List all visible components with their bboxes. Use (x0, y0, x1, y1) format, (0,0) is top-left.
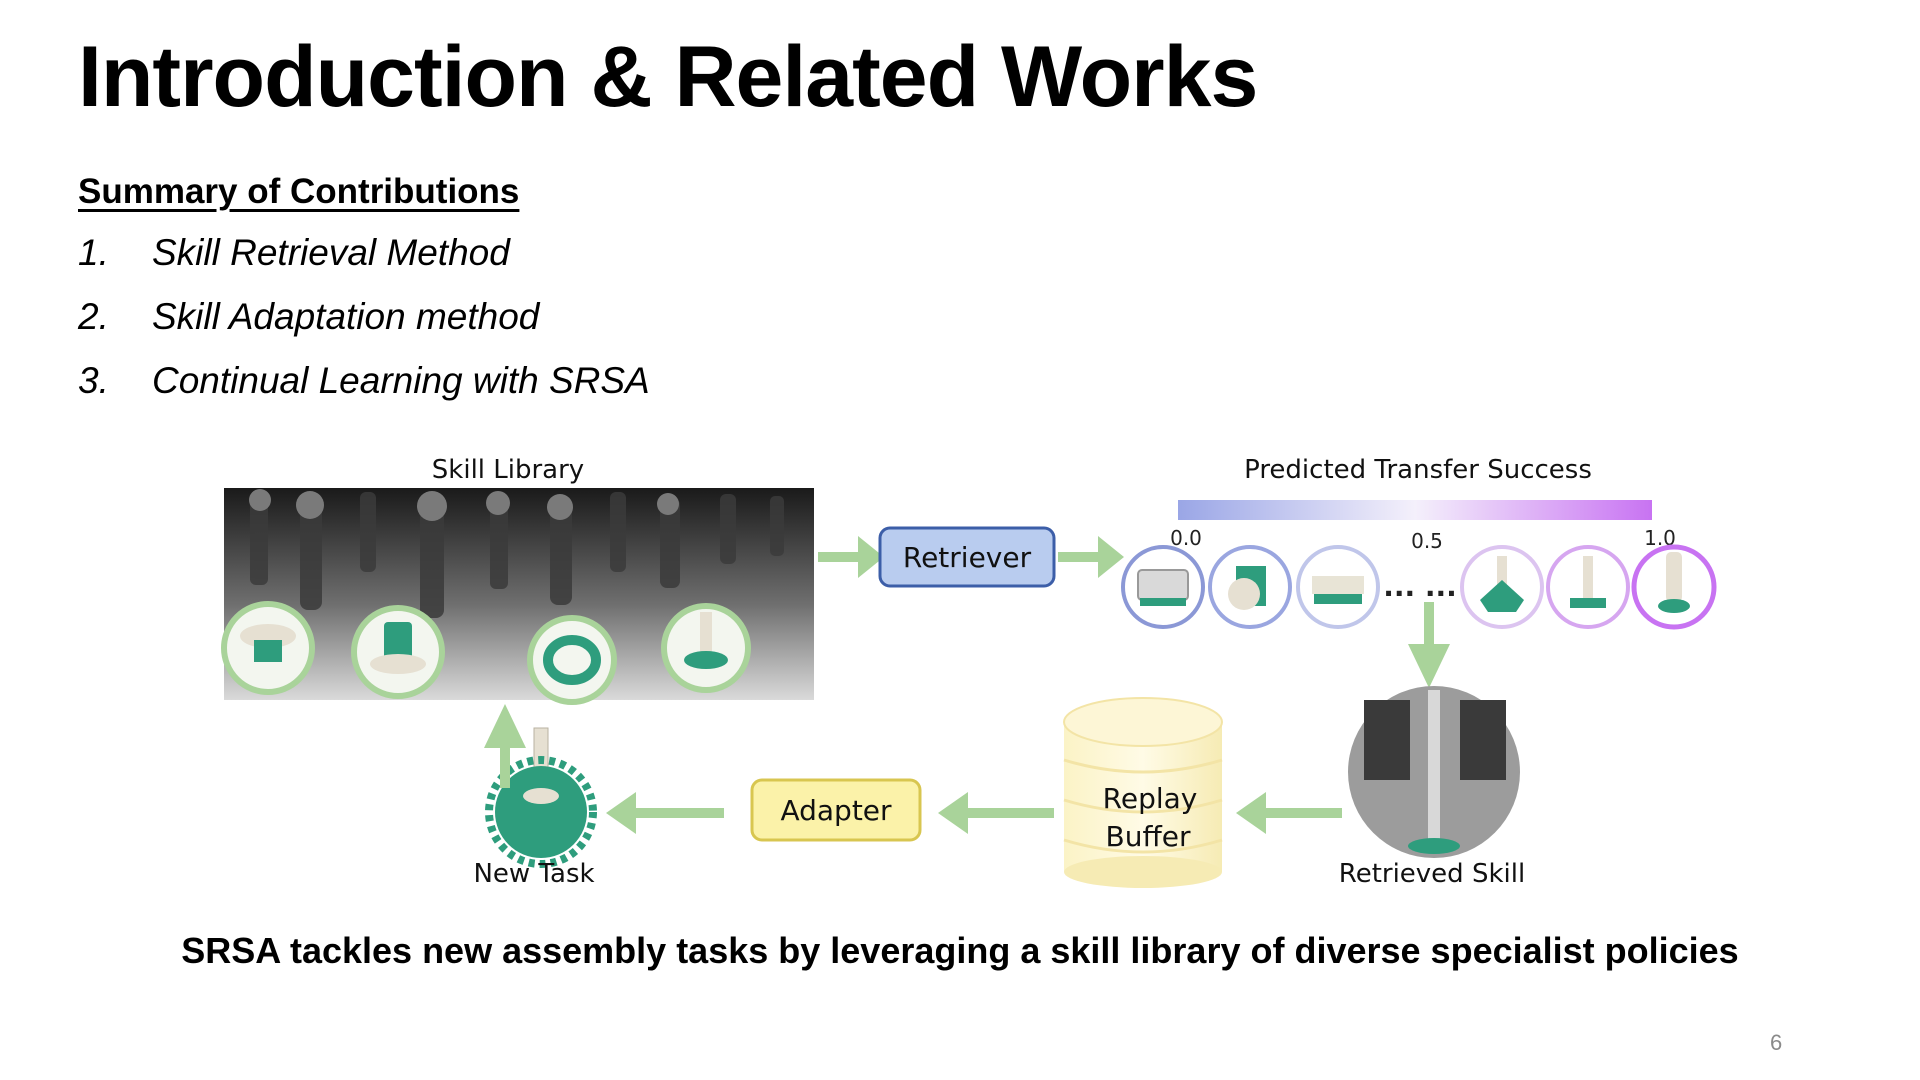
arrow-to-retrieved-skill (1408, 602, 1450, 688)
candidate-skill-circle (1208, 545, 1292, 629)
contributions-heading: Summary of Contributions (78, 172, 520, 211)
candidate-skill-circle (1631, 544, 1717, 630)
retriever-label: Retriever (903, 541, 1032, 574)
replay-buffer-label: Replay (1103, 782, 1198, 815)
retrieved-skill-image (1348, 686, 1520, 858)
arrow-to-candidates (1058, 536, 1124, 578)
arrow-to-replay-buffer (1236, 792, 1342, 834)
list-text: Skill Retrieval Method (152, 232, 510, 273)
candidate-skill-circle (1546, 545, 1630, 629)
list-text: Skill Adaptation method (152, 296, 540, 337)
candidate-skill-circle (1121, 545, 1205, 629)
arrow-to-retriever (818, 536, 884, 578)
arrow-to-new-task (606, 792, 724, 834)
list-item: 1. Skill Retrieval Method (78, 232, 650, 296)
list-item: 3. Continual Learning with SRSA (78, 360, 650, 424)
list-number: 3. (78, 360, 109, 401)
candidates-ellipsis: ... ... (1383, 570, 1457, 603)
contributions-list: 1. Skill Retrieval Method 2. Skill Adapt… (78, 232, 650, 424)
transfer-success-scale (1178, 500, 1652, 520)
candidate-skill-circle (1296, 545, 1380, 629)
list-number: 1. (78, 232, 109, 273)
list-item: 2. Skill Adaptation method (78, 296, 650, 360)
slide-title: Introduction & Related Works (78, 29, 1258, 125)
predicted-transfer-label: Predicted Transfer Success (1244, 455, 1592, 485)
arrow-to-skill-library (484, 704, 526, 788)
replay-buffer-label-2: Buffer (1106, 820, 1191, 853)
new-task-part (485, 727, 597, 868)
retriever-box (878, 526, 1056, 588)
replay-buffer-cylinder (1063, 697, 1223, 888)
list-text: Continual Learning with SRSA (152, 360, 650, 401)
library-part-circle (661, 603, 751, 693)
skill-library-label: Skill Library (432, 455, 584, 485)
scale-tick-min: 0.0 (1170, 526, 1202, 550)
arrow-to-adapter (938, 792, 1054, 834)
retrieved-skill-label: Retrieved Skill (1339, 859, 1525, 889)
new-task-label: New Task (473, 859, 594, 889)
diagram-caption: SRSA tackles new assembly tasks by lever… (181, 930, 1739, 971)
scale-tick-mid: 0.5 (1411, 529, 1443, 553)
library-part-circle (351, 605, 445, 699)
adapter-box (750, 778, 922, 842)
page-number: 6 (1770, 1030, 1783, 1055)
adapter-label: Adapter (780, 794, 892, 827)
candidate-skill-circle (1460, 545, 1544, 629)
library-part-circle (527, 615, 617, 705)
list-number: 2. (78, 296, 109, 337)
library-part-circle (221, 601, 315, 695)
